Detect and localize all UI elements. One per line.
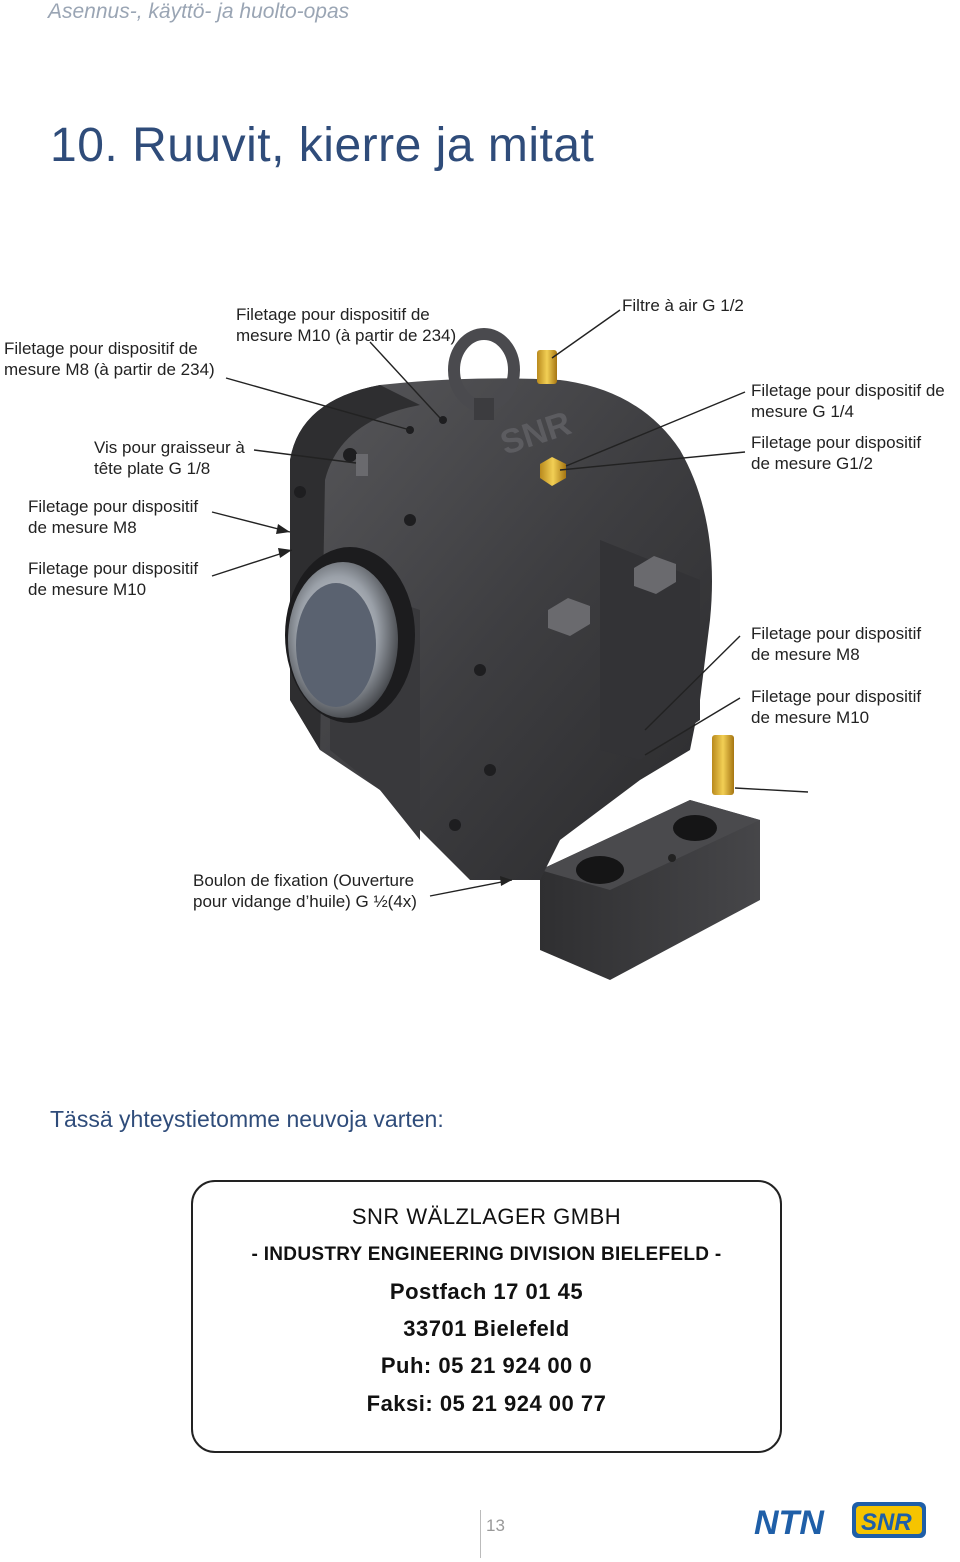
ntn-logo: NTN — [754, 1504, 825, 1538]
callout-g14: Filetage pour dispositif de mesure G 1/4 — [751, 381, 945, 421]
fax: Faksi: 05 21 924 00 77 — [366, 1391, 607, 1416]
lifting-eye-bolt — [448, 328, 520, 420]
leader-arrowheads — [276, 524, 512, 886]
callout-g12: Filetage pour dispositif de mesure G1/2 — [751, 433, 922, 473]
page-number: 13 — [486, 1516, 505, 1535]
postbox: Postfach 17 01 45 — [389, 1279, 584, 1304]
callout-m8-left: Filetage pour dispositif de mesure M8 — [28, 497, 199, 537]
shaft-bore — [285, 547, 415, 723]
city: 33701 Bielefeld — [403, 1316, 570, 1341]
company-name: SNR WÄLZLAGER GMBH — [351, 1204, 622, 1229]
callout-grease-nipple: Vis pour graisseur à tête plate G 1/8 — [94, 438, 245, 478]
bearing-housing-figure: SNR Filetage pour dispositif de mesure M… — [0, 280, 960, 1000]
callout-m8-from-234: Filetage pour dispositif de mesure M8 (à… — [4, 339, 215, 379]
svg-text:NTN: NTN — [754, 1504, 825, 1538]
callout-m10-left: Filetage pour dispositif de mesure M10 — [28, 559, 199, 599]
bearing-housing-illustration: SNR — [211, 309, 809, 980]
contact-box: SNR WÄLZLAGER GMBH - INDUSTRY ENGINEERIN… — [191, 1180, 782, 1453]
callout-m10-from-234: Filetage pour dispositif de mesure M10 (… — [236, 305, 457, 345]
phone: Puh: 05 21 924 00 0 — [380, 1353, 593, 1378]
division-name: - INDUSTRY ENGINEERING DIVISION BIELEFEL… — [251, 1244, 722, 1265]
leader-lines — [211, 309, 809, 897]
snr-logo: SNR — [852, 1502, 926, 1538]
svg-text:SNR: SNR — [861, 1509, 912, 1536]
callout-m10-right: Filetage pour dispositif de mesure M10 — [751, 687, 922, 727]
contact-heading: Tässä yhteystietomme neuvoja varten: — [50, 1106, 444, 1132]
callout-air-filter: Filtre à air G 1/2 — [622, 296, 744, 315]
callout-m8-right: Filetage pour dispositif de mesure M8 — [751, 624, 922, 664]
footer-divider — [480, 1510, 481, 1558]
brass-fittings — [356, 350, 734, 795]
running-header: Asennus-, käyttö- ja huolto-opas — [48, 0, 350, 23]
housing-base — [540, 800, 760, 980]
callout-fixing-bolt: Boulon de fixation (Ouverture pour vidan… — [193, 871, 417, 911]
page-title: 10. Ruuvit, kierre ja mitat — [50, 119, 595, 172]
